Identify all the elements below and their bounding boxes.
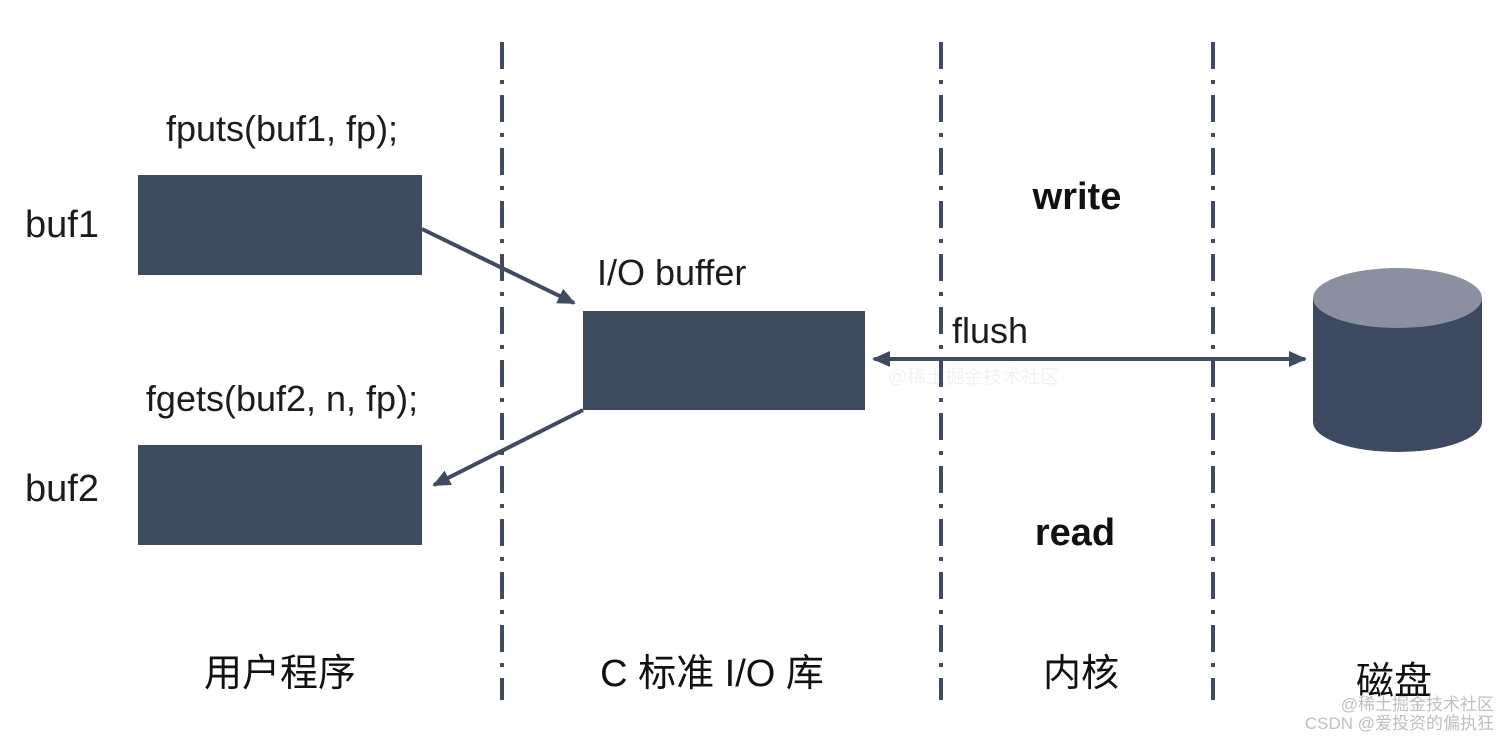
flush-label: flush [952, 310, 1029, 351]
fgets-call-label: fgets(buf2, n, fp); [145, 378, 419, 419]
fputs-call-label: fputs(buf1, fp); [165, 108, 399, 149]
ghost-watermark: @稀土掘金技术社区 [888, 367, 1060, 388]
arrow-io-buffer-to-buf2 [432, 408, 584, 487]
write-label: write [1032, 176, 1122, 218]
watermark-line1: @稀土掘金技术社区 [1340, 695, 1494, 714]
section-label-c-stdio-library: C 标准 I/O 库 [600, 653, 824, 695]
section-label-user-program: 用户程序 [203, 653, 356, 695]
read-label: read [1034, 512, 1116, 554]
watermark-line2: CSDN @爱投资的偏执狂 [1304, 714, 1494, 733]
io-buffer-box [583, 311, 865, 410]
buf1-label: buf1 [25, 204, 99, 246]
watermark: @稀土掘金技术社区 CSDN @爱投资的偏执狂 [1305, 695, 1494, 733]
buf2-box [138, 445, 422, 545]
section-label-kernel: 内核 [1042, 653, 1119, 695]
section-label-disk: 磁盘 [1355, 661, 1432, 703]
io-buffer-label: I/O buffer [597, 252, 747, 293]
buf2-label: buf2 [25, 468, 99, 510]
arrow-buf1-to-io-buffer [421, 227, 576, 305]
disk-cylinder-icon [1313, 268, 1482, 453]
buf1-box [138, 175, 422, 275]
